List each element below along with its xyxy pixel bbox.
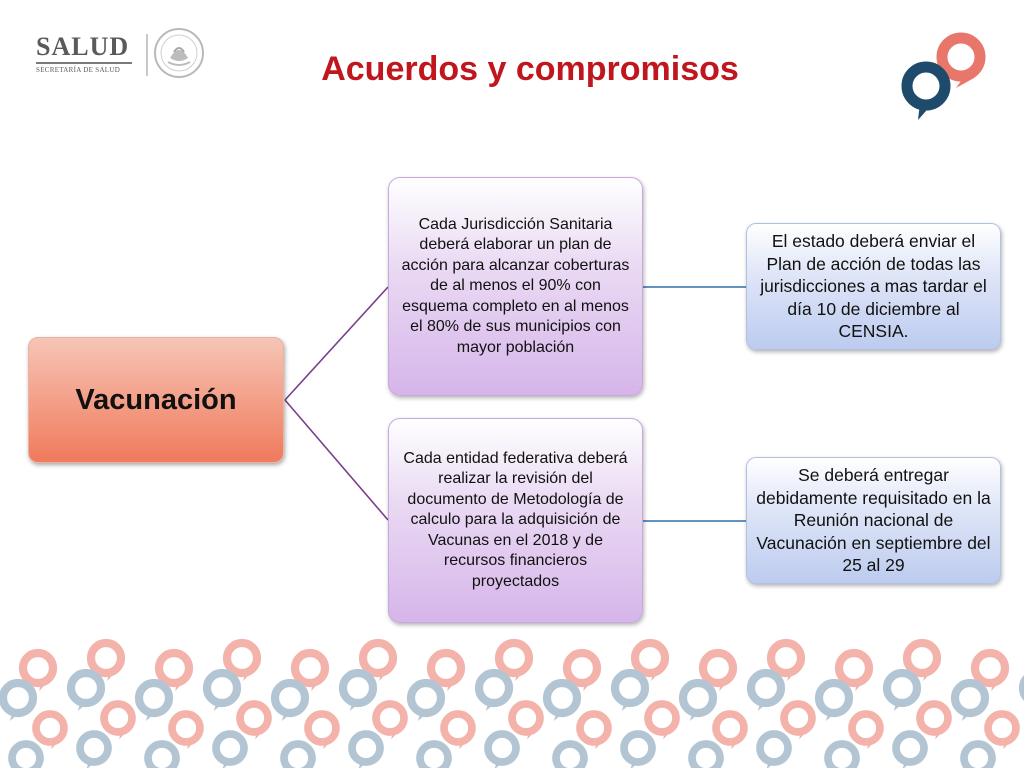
outcome-node-2-text: Se deberá entregar debidamente requisita… <box>756 465 991 576</box>
branch-node-1-text: Cada Jurisdicción Sanitaria deberá elabo… <box>401 215 630 356</box>
pattern-bubble <box>202 668 242 711</box>
pattern-bubble <box>154 648 194 691</box>
brand-logo-icon <box>901 32 986 120</box>
root-node-label: Vacunación <box>75 383 237 416</box>
branch-node-1: Cada Jurisdicción Sanitaria deberá elabo… <box>388 177 643 396</box>
pattern-bubble <box>76 730 112 768</box>
branch-node-2-text: Cada entidad federativa deberá realizar … <box>403 449 628 590</box>
pattern-bubble <box>134 678 174 721</box>
pattern-bubble <box>290 648 330 691</box>
pattern-bubble <box>426 648 466 691</box>
pattern-bubble <box>780 700 816 740</box>
pattern-bubble <box>406 678 446 721</box>
pattern-bubble <box>848 710 884 750</box>
pattern-bubble <box>358 638 398 681</box>
pattern-bubble <box>902 638 942 681</box>
pattern-bubble <box>280 740 316 768</box>
pattern-bubble <box>416 740 452 768</box>
pattern-bubble <box>562 648 602 691</box>
salud-logo-underline <box>36 62 132 64</box>
pattern-bubble <box>712 710 748 750</box>
pattern-bubble <box>348 730 384 768</box>
root-node-vacunacion: Vacunación <box>28 337 284 463</box>
pattern-bubble <box>212 730 248 768</box>
pattern-bubble <box>236 700 272 740</box>
pattern-bubble <box>610 668 650 711</box>
pattern-bubble <box>222 638 262 681</box>
pattern-bubble <box>18 648 58 691</box>
outcome-node-1-text: El estado deberá enviar el Plan de acció… <box>760 231 987 342</box>
pattern-bubble <box>474 668 514 711</box>
pattern-bubble <box>960 740 996 768</box>
pattern-bubble <box>338 668 378 711</box>
pattern-bubble <box>644 700 680 740</box>
outcome-node-2: Se deberá entregar debidamente requisita… <box>746 457 1001 584</box>
pattern-bubble <box>746 668 786 711</box>
pattern-bubble <box>508 700 544 740</box>
pattern-bubble <box>0 678 38 721</box>
salud-logo-text: SALUD <box>36 32 130 61</box>
pattern-bubble <box>440 710 476 750</box>
pattern-bubble <box>916 700 952 740</box>
pattern-bubble <box>756 730 792 768</box>
pattern-bubble <box>66 668 106 711</box>
pattern-bubble <box>834 648 874 691</box>
pattern-bubble <box>304 710 340 750</box>
branch-node-2: Cada entidad federativa deberá realizar … <box>388 418 643 623</box>
pattern-bubble <box>542 678 582 721</box>
pattern-bubble <box>552 740 588 768</box>
pattern-bubble <box>814 678 854 721</box>
pattern-bubble <box>144 740 180 768</box>
pattern-bubble <box>698 648 738 691</box>
pattern-bubble <box>100 700 136 740</box>
pattern-bubble <box>984 710 1020 750</box>
pattern-bubble <box>270 678 310 721</box>
pattern-bubble <box>32 710 68 750</box>
page-title: Acuerdos y compromisos <box>321 50 739 88</box>
salud-logo-subtitle: SECRETARÍA DE SALUD <box>36 66 121 74</box>
pattern-bubble <box>950 678 990 721</box>
pattern-bubble <box>620 730 656 768</box>
pattern-bubble <box>484 730 520 768</box>
pattern-bubble <box>678 678 718 721</box>
pattern-bubble <box>576 710 612 750</box>
pattern-bubble <box>882 668 922 711</box>
logo-divider <box>146 34 148 76</box>
pattern-bubble <box>688 740 724 768</box>
pattern-bubble <box>1018 674 1024 702</box>
pattern-bubble <box>8 740 44 768</box>
pattern-bubble <box>970 648 1010 691</box>
connector-root-branch-1 <box>284 286 389 401</box>
outcome-node-1: El estado deberá enviar el Plan de acció… <box>746 223 1001 350</box>
connector-root-branch-2 <box>284 399 389 521</box>
pattern-bubble <box>630 638 670 681</box>
pattern-bubble <box>824 740 860 768</box>
pattern-bubble <box>892 730 928 768</box>
pattern-bubble <box>766 638 806 681</box>
salud-logo: SALUD SECRETARÍA DE SALUD <box>36 34 132 74</box>
mexico-seal-icon <box>154 28 204 78</box>
pattern-bubble <box>86 638 126 681</box>
speech-bubble-pattern-icon <box>0 638 1024 768</box>
pattern-bubble <box>168 710 204 750</box>
pattern-bubble <box>372 700 408 740</box>
pattern-bubble <box>494 638 534 681</box>
